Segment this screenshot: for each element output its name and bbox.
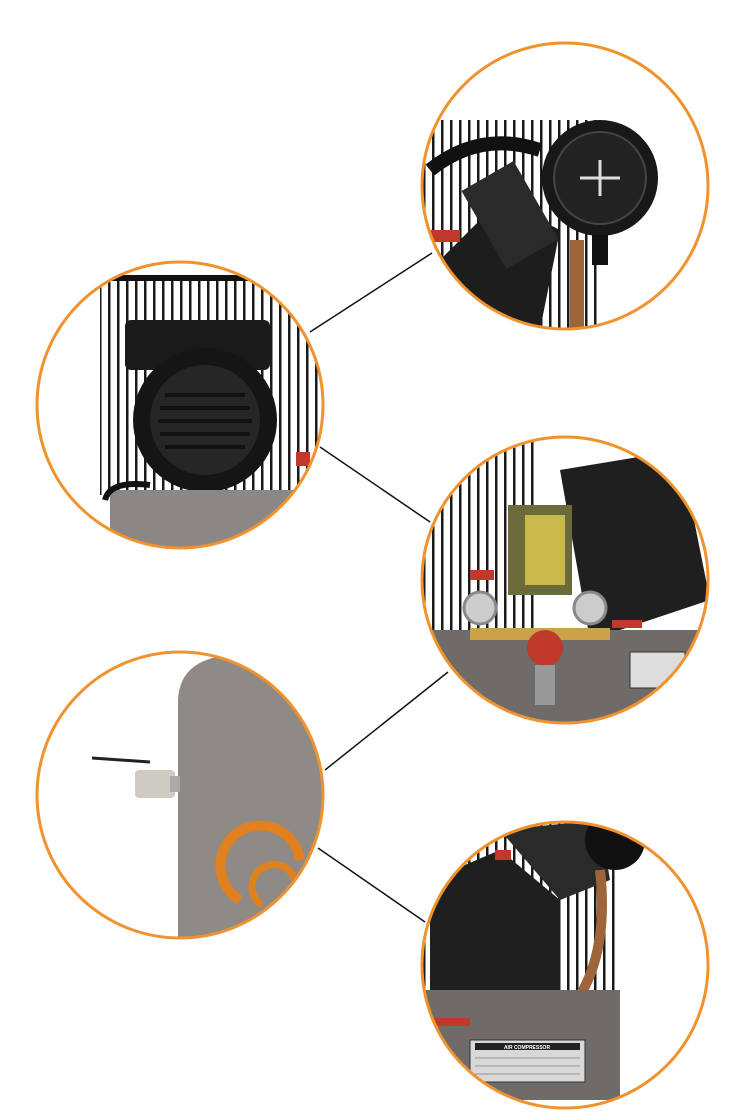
connector-line	[319, 446, 431, 523]
detail-circle-border	[420, 41, 710, 331]
connector-line	[309, 252, 433, 333]
connector-line	[324, 671, 449, 771]
connector-lines	[309, 252, 449, 923]
connector-line	[317, 847, 426, 923]
detail-drain-valve	[35, 650, 325, 940]
nameplate-title: AIR COMPRESSOR	[504, 1045, 551, 1051]
detail-circle-border	[35, 260, 325, 550]
detail-pressure-switch	[420, 435, 710, 725]
detail-circle-border	[420, 820, 710, 1110]
detail-circle-border	[420, 435, 710, 725]
detail-air-filter	[420, 41, 710, 331]
detail-circle-border	[35, 650, 325, 940]
detail-nameplate: AIR COMPRESSOR	[420, 820, 710, 1110]
detail-motor	[35, 260, 325, 550]
